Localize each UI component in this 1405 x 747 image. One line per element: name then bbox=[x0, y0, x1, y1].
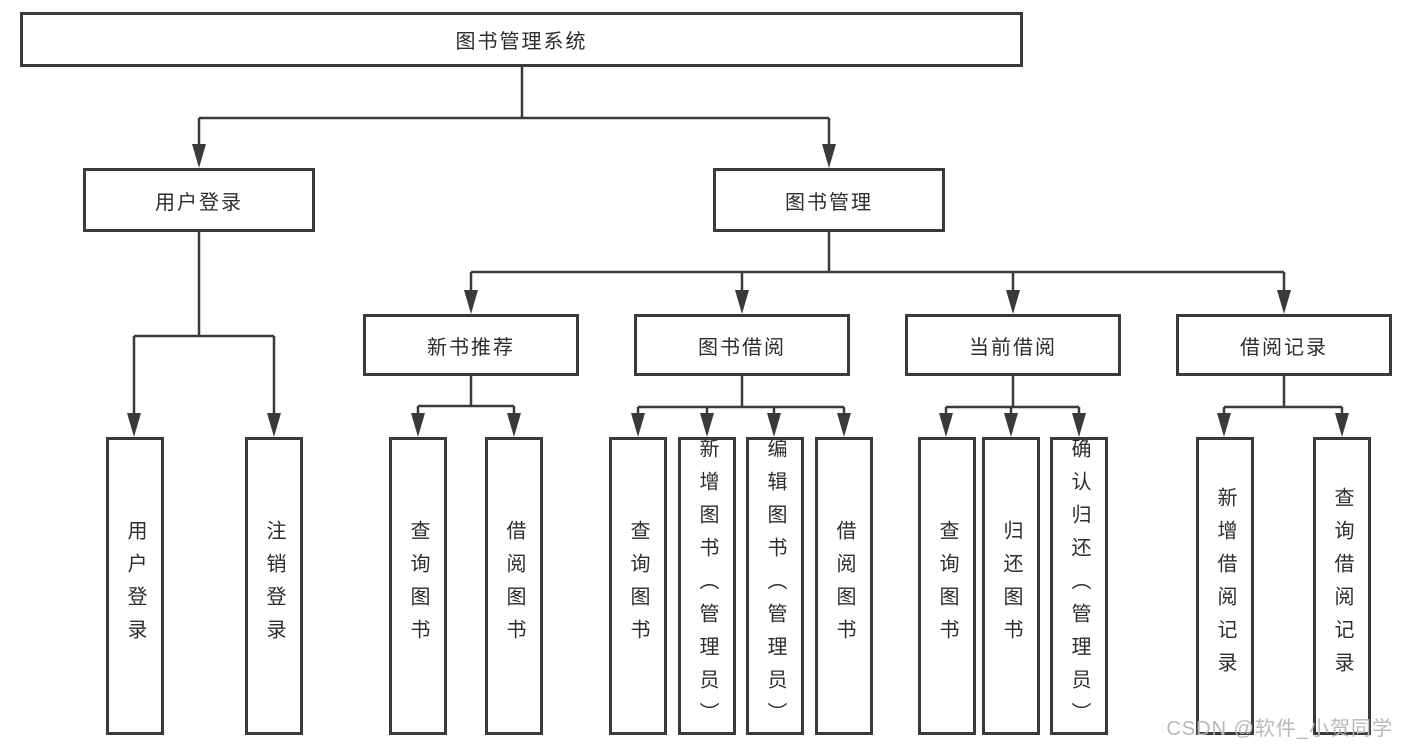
leaf-label: 注销登录 bbox=[263, 520, 285, 652]
node-library-management-system: 图书管理系统 bbox=[20, 12, 1023, 67]
leaf-user-login: 用户登录 bbox=[106, 437, 164, 735]
leaf-rec-query-books: 查询图书 bbox=[389, 437, 447, 735]
leaf-label: 借阅图书 bbox=[503, 520, 525, 652]
leaf-label: 编辑图书（管理员） bbox=[764, 437, 786, 735]
node-user-login: 用户登录 bbox=[83, 168, 315, 232]
leaf-borrow-borrow-books: 借阅图书 bbox=[815, 437, 873, 735]
leaf-label: 确认归还（管理员） bbox=[1068, 437, 1090, 735]
leaf-label: 查询借阅记录 bbox=[1331, 487, 1353, 685]
leaf-logout: 注销登录 bbox=[245, 437, 303, 735]
leaf-rec-borrow-books: 借阅图书 bbox=[485, 437, 543, 735]
leaf-borrow-edit-books-admin: 编辑图书（管理员） bbox=[746, 437, 804, 735]
leaf-label: 借阅图书 bbox=[833, 520, 855, 652]
leaf-borrow-query-books: 查询图书 bbox=[609, 437, 667, 735]
leaf-label: 归还图书 bbox=[1000, 520, 1022, 652]
leaf-label: 查询图书 bbox=[407, 520, 429, 652]
leaf-current-confirm-return-admin: 确认归还（管理员） bbox=[1050, 437, 1108, 735]
leaf-label: 新增借阅记录 bbox=[1214, 487, 1236, 685]
leaf-current-return-books: 归还图书 bbox=[982, 437, 1040, 735]
node-book-management: 图书管理 bbox=[713, 168, 945, 232]
leaf-label: 查询图书 bbox=[936, 520, 958, 652]
csdn-watermark: CSDN @软件_小贺同学 bbox=[1166, 718, 1393, 740]
leaf-records-add-record: 新增借阅记录 bbox=[1196, 437, 1254, 735]
leaf-label: 查询图书 bbox=[627, 520, 649, 652]
leaf-current-query-books: 查询图书 bbox=[918, 437, 976, 735]
node-current-borrow: 当前借阅 bbox=[905, 314, 1121, 376]
leaf-records-query-record: 查询借阅记录 bbox=[1313, 437, 1371, 735]
leaf-label: 用户登录 bbox=[124, 520, 146, 652]
leaf-borrow-add-books-admin: 新增图书（管理员） bbox=[678, 437, 736, 735]
node-new-book-recommend: 新书推荐 bbox=[363, 314, 579, 376]
node-book-borrow: 图书借阅 bbox=[634, 314, 850, 376]
leaf-label: 新增图书（管理员） bbox=[696, 437, 718, 735]
node-borrow-records: 借阅记录 bbox=[1176, 314, 1392, 376]
